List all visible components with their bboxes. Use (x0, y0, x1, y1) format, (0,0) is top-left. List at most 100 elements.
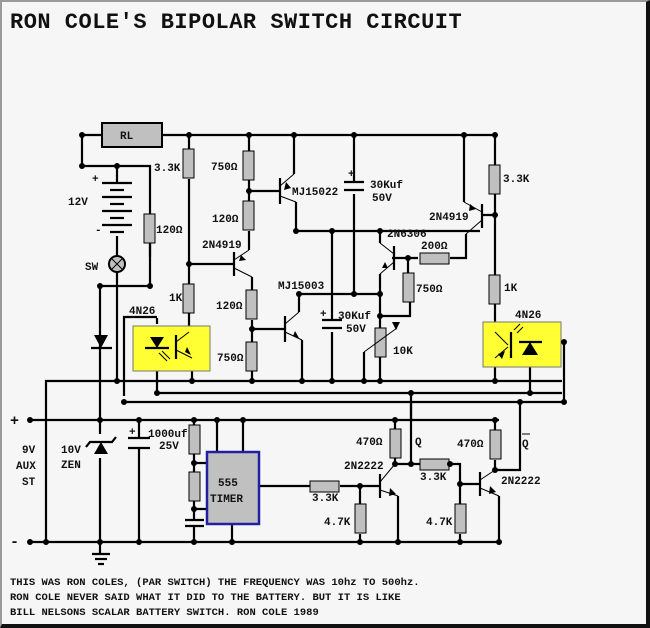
capacitor-timer-icon (185, 518, 204, 528)
resistor-750-top (242, 150, 255, 181)
wires (30, 133, 566, 554)
transistor-2n4919-left-icon (232, 249, 253, 278)
transistor-mj15022-icon (278, 173, 297, 204)
svg-text:2N4919: 2N4919 (202, 240, 242, 252)
resistor-120-low (245, 289, 258, 320)
resistor-3k3-base1 (309, 480, 340, 493)
aux-label-9v: 9V (22, 445, 36, 457)
svg-text:1000uf: 1000uf (148, 429, 188, 441)
aux-label-st: ST (22, 477, 36, 489)
svg-text:750Ω: 750Ω (211, 162, 238, 174)
note-line: THIS WAS RON COLES, (PAR SWITCH) THE FRE… (10, 577, 420, 589)
transistor-2n2222-2-icon (478, 469, 500, 497)
aux-label-aux: AUX (16, 461, 36, 473)
notes-block: THIS WAS RON COLES, (PAR SWITCH) THE FRE… (10, 576, 420, 621)
opto-right-label: 4N26 (515, 310, 541, 322)
resistor-3k3-right (488, 164, 501, 195)
svg-text:Q: Q (415, 437, 422, 449)
capacitor-30k-top-icon: + (344, 169, 364, 192)
svg-text:Q: Q (522, 439, 529, 451)
svg-text:25V: 25V (159, 441, 179, 453)
svg-text:30Kuf: 30Kuf (370, 180, 403, 192)
resistor-4k7-1 (354, 503, 367, 534)
timer-label-1: 555 (218, 478, 238, 490)
svg-text:3.3K: 3.3K (154, 163, 181, 175)
svg-text:10K: 10K (393, 346, 413, 358)
svg-text:200Ω: 200Ω (421, 241, 448, 253)
resistor-1k-left (182, 283, 195, 314)
svg-text:120Ω: 120Ω (212, 214, 239, 226)
aux-minus-terminal: - (10, 534, 19, 551)
aux-plus-terminal: + (10, 413, 19, 430)
svg-text:750Ω: 750Ω (416, 284, 443, 296)
battery-plus-label: + (92, 174, 99, 186)
potentiometer-10k (374, 327, 387, 358)
resistor-470-1 (389, 428, 402, 459)
transistor-2n4919-right-icon (463, 201, 484, 235)
resistor-timer-1 (188, 424, 201, 455)
svg-text:3.3K: 3.3K (503, 174, 530, 186)
note-line: BILL NELSONS SCALAR BATTERY SWITCH. RON … (10, 607, 319, 619)
svg-text:+: + (129, 427, 136, 439)
component-labels: 3.3K 120Ω 750Ω 120Ω 2N4919 MJ15022 30Kuf… (61, 162, 541, 529)
svg-text:ZEN: ZEN (61, 460, 81, 472)
svg-text:2N2222: 2N2222 (344, 461, 384, 473)
optocoupler-left (132, 325, 211, 372)
relay-label: RL (120, 131, 134, 143)
resistor-200 (419, 252, 450, 265)
svg-text:2N2222: 2N2222 (501, 476, 541, 488)
transistor-2n6306-icon (379, 242, 396, 275)
relay-rl (101, 122, 163, 148)
note-line: RON COLE NEVER SAID WHAT IT DID TO THE B… (10, 592, 401, 604)
svg-text:120Ω: 120Ω (156, 225, 183, 237)
svg-text:750Ω: 750Ω (217, 353, 244, 365)
resistor-3k3-left (182, 148, 195, 179)
resistor-750-low (245, 341, 258, 372)
svg-text:+: + (320, 309, 327, 321)
battery-12v-icon (102, 181, 132, 234)
resistor-750-right (402, 272, 415, 303)
svg-text:470Ω: 470Ω (457, 439, 484, 451)
svg-text:50V: 50V (372, 193, 392, 205)
switch-lamp-icon[interactable] (108, 255, 126, 273)
pot-wiper-icon[interactable] (363, 327, 398, 353)
svg-text:50V: 50V (346, 324, 366, 336)
resistor-120-mid (242, 200, 255, 231)
svg-text:4.7K: 4.7K (324, 517, 351, 529)
resistor-3k3-base2 (419, 458, 450, 471)
ground-icon (92, 552, 110, 566)
resistor-470-2 (489, 429, 502, 460)
switch-label: SW (85, 262, 99, 274)
capacitor-1000uf-icon: + (128, 427, 150, 450)
svg-text:470Ω: 470Ω (356, 437, 383, 449)
battery-minus-label: - (95, 225, 102, 237)
svg-text:30Kuf: 30Kuf (338, 311, 371, 323)
opto-left-label: 4N26 (129, 306, 155, 318)
svg-text:MJ15003: MJ15003 (278, 281, 325, 293)
resistor-1k-right (488, 274, 501, 305)
battery-label: 12V (68, 197, 88, 209)
resistor-timer-2 (188, 471, 201, 502)
junction-dots (27, 132, 567, 545)
svg-text:120Ω: 120Ω (216, 301, 243, 313)
diode-icon (91, 335, 112, 350)
resistor-4k7-2 (454, 503, 467, 534)
svg-text:2N4919: 2N4919 (429, 212, 469, 224)
svg-text:4.7K: 4.7K (426, 517, 453, 529)
optocoupler-right (482, 321, 562, 368)
timer-555-chip (205, 450, 261, 526)
svg-text:3.3K: 3.3K (312, 493, 339, 505)
resistors (143, 148, 502, 534)
zener-diode-icon (85, 436, 117, 454)
svg-text:10V: 10V (61, 445, 81, 457)
svg-text:+: + (348, 169, 355, 181)
svg-text:1K: 1K (504, 283, 518, 295)
svg-text:1K: 1K (169, 293, 183, 305)
page-title: RON COLE'S BIPOLAR SWITCH CIRCUIT (10, 10, 463, 35)
svg-text:2N6306: 2N6306 (387, 229, 427, 241)
svg-text:3.3K: 3.3K (420, 472, 447, 484)
svg-text:MJ15022: MJ15022 (292, 187, 338, 199)
capacitor-30k-low-icon: + (320, 309, 342, 330)
